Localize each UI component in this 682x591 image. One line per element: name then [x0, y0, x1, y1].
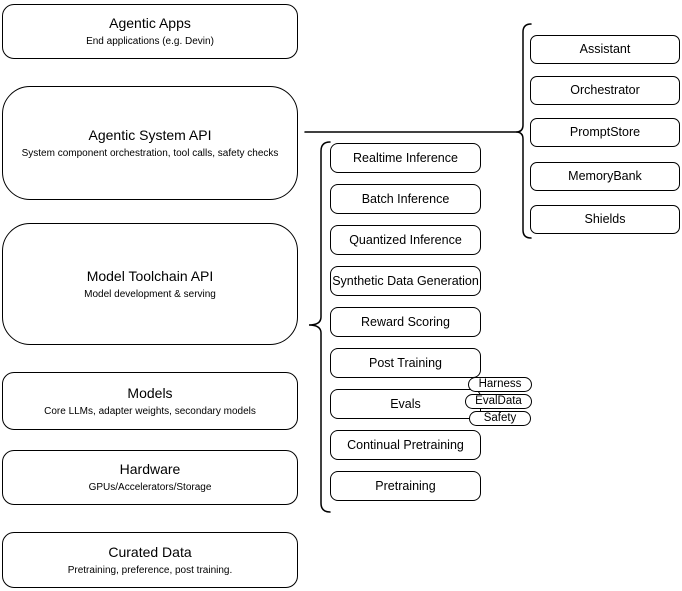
node-title: Curated Data	[108, 543, 192, 560]
node-title: Agentic System API	[88, 126, 212, 143]
node-post-training: Post Training	[330, 348, 481, 378]
node-curated-data: Curated Data Pretraining, preference, po…	[2, 532, 298, 588]
node-quantized-inference: Quantized Inference	[330, 225, 481, 255]
node-reward-scoring: Reward Scoring	[330, 307, 481, 337]
node-agentic-system-api: Agentic System API System component orch…	[2, 86, 298, 200]
node-title: Models	[127, 384, 173, 401]
node-title: Agentic Apps	[109, 15, 191, 32]
node-subtitle: System component orchestration, tool cal…	[21, 147, 279, 159]
node-model-toolchain-api: Model Toolchain API Model development & …	[2, 223, 298, 345]
node-realtime-inference: Realtime Inference	[330, 143, 481, 173]
node-hardware: Hardware GPUs/Accelerators/Storage	[2, 450, 298, 505]
eval-tag-evaldata: EvalData	[465, 394, 532, 409]
node-subtitle: Model development & serving	[84, 288, 216, 300]
node-promptstore: PromptStore	[530, 118, 680, 147]
node-subtitle: End applications (e.g. Devin)	[86, 36, 214, 48]
node-evals: Evals	[330, 389, 481, 419]
node-shields: Shields	[530, 205, 680, 234]
node-memorybank: MemoryBank	[530, 162, 680, 191]
node-subtitle: GPUs/Accelerators/Storage	[88, 482, 212, 494]
node-agentic-apps: Agentic Apps End applications (e.g. Devi…	[2, 4, 298, 59]
node-title: Hardware	[119, 461, 181, 478]
eval-tag-harness: Harness	[468, 377, 532, 392]
node-models: Models Core LLMs, adapter weights, secon…	[2, 372, 298, 430]
node-orchestrator: Orchestrator	[530, 76, 680, 105]
node-synthetic-data-generation: Synthetic Data Generation	[330, 266, 481, 296]
node-title: Model Toolchain API	[86, 267, 214, 284]
node-subtitle: Pretraining, preference, post training.	[67, 564, 233, 576]
node-subtitle: Core LLMs, adapter weights, secondary mo…	[44, 405, 256, 417]
node-continual-pretraining: Continual Pretraining	[330, 430, 481, 460]
node-assistant: Assistant	[530, 35, 680, 64]
eval-tag-safety: Safety	[469, 411, 531, 426]
curly-brace-toolchain	[308, 141, 331, 513]
node-pretraining: Pretraining	[330, 471, 481, 501]
node-batch-inference: Batch Inference	[330, 184, 481, 214]
curly-brace-system-components	[515, 23, 532, 239]
